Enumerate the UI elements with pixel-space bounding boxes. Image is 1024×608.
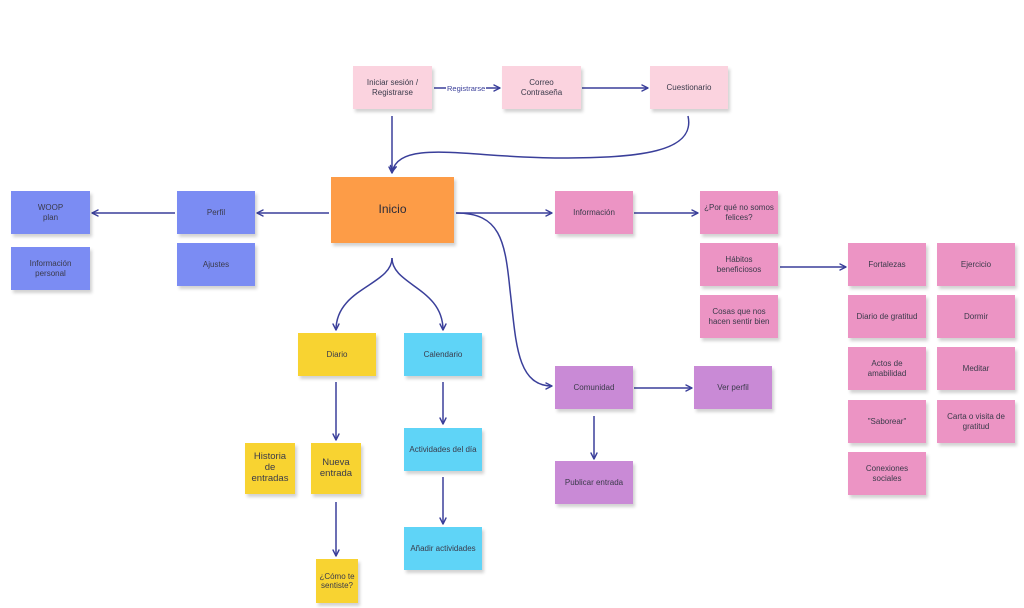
edge-home-calendar (391, 257, 447, 331)
register-edge-label: Registrarse (446, 84, 487, 93)
add-activities-node[interactable]: Añadir actividades (404, 527, 482, 570)
kindness-node[interactable]: Actos de amabilidad (848, 347, 926, 390)
day-activities-node[interactable]: Actividades del día (404, 428, 482, 471)
exercise-node[interactable]: Ejercicio (937, 243, 1015, 286)
profile-node[interactable]: Perfil (177, 191, 255, 234)
view-profile-node[interactable]: Ver perfil (694, 366, 772, 409)
diary-node[interactable]: Diario (298, 333, 376, 376)
login-node[interactable]: Iniciar sesión /Registrarse (353, 66, 432, 109)
edge-questionnaire-home (389, 115, 690, 173)
meditate-node[interactable]: Meditar (937, 347, 1015, 390)
community-node[interactable]: Comunidad (555, 366, 633, 409)
gratitude-diary-node[interactable]: Diario de gratitud (848, 295, 926, 338)
calendar-node[interactable]: Calendario (404, 333, 482, 376)
sleep-node[interactable]: Dormir (937, 295, 1015, 338)
questionnaire-node[interactable]: Cuestionario (650, 66, 728, 109)
savor-node[interactable]: "Saborear" (848, 400, 926, 443)
settings-node[interactable]: Ajustes (177, 243, 255, 286)
social-connections-node[interactable]: Conexiones sociales (848, 452, 926, 495)
strengths-node[interactable]: Fortalezas (848, 243, 926, 286)
edge-home-diary (332, 257, 393, 331)
information-node[interactable]: Información (555, 191, 633, 234)
home-node[interactable]: Inicio (331, 177, 454, 243)
publish-post-node[interactable]: Publicar entrada (555, 461, 633, 504)
edge-home-community (455, 212, 553, 390)
